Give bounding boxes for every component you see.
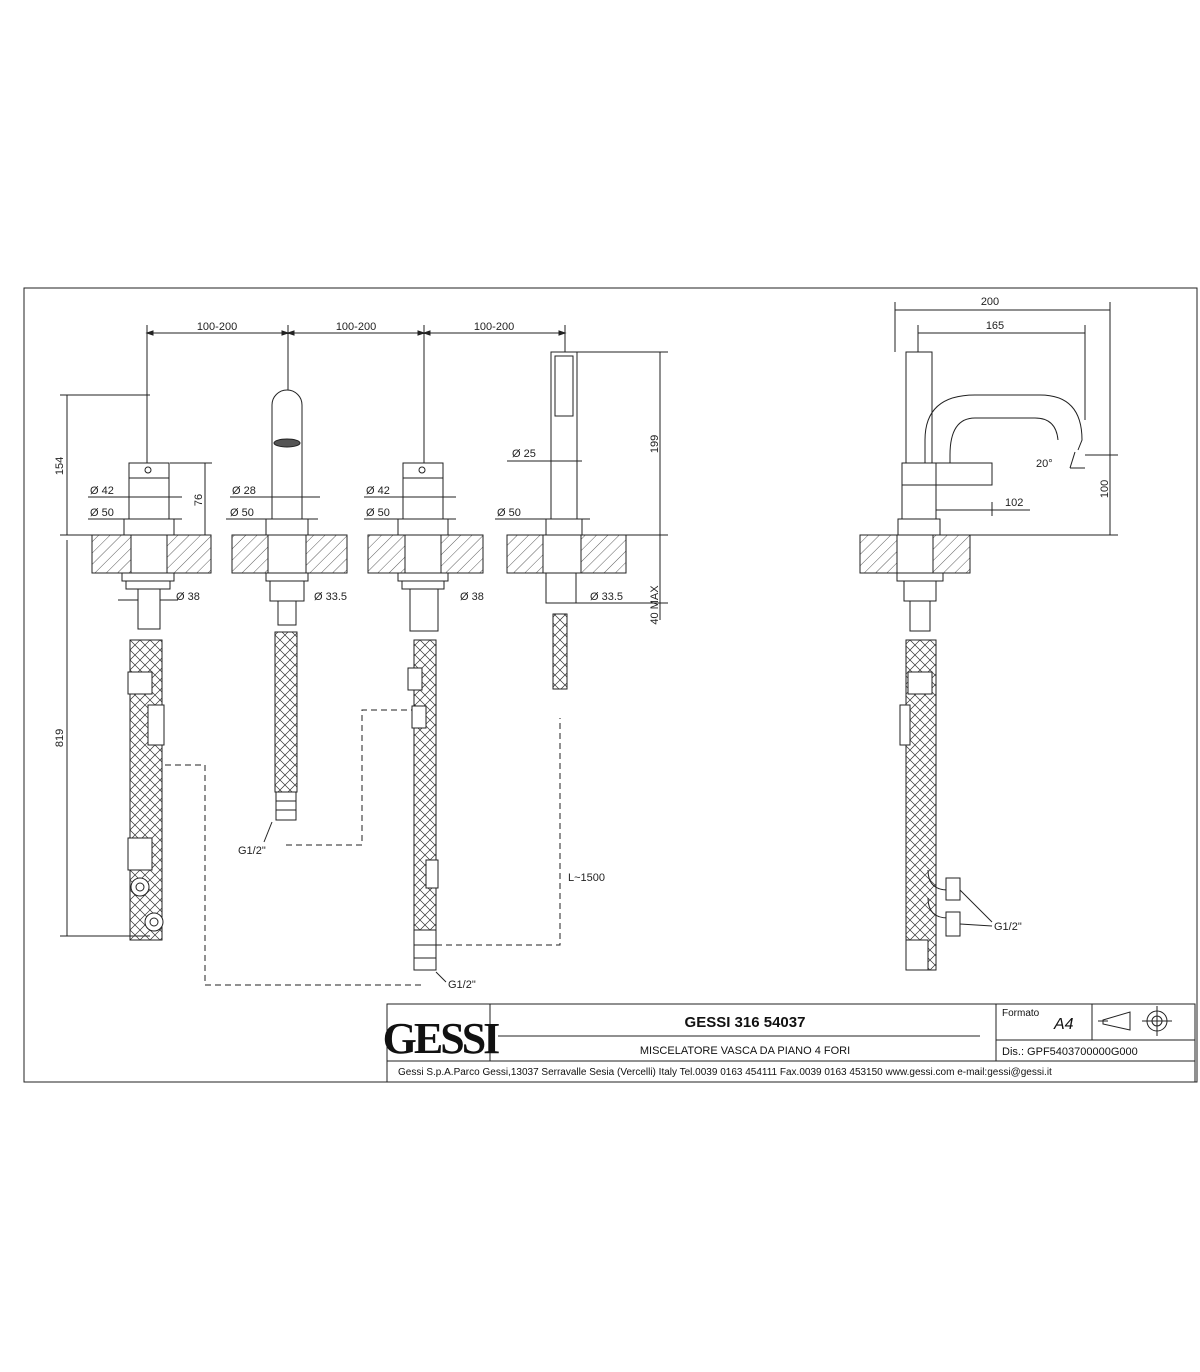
unit4-depth: 40 MAX xyxy=(649,585,661,625)
height-hose-left: 819 xyxy=(54,729,66,747)
side-angle: 20° xyxy=(1036,458,1053,470)
unit1-d-top: Ø 42 xyxy=(90,485,114,497)
unit1-d-shank: Ø 38 xyxy=(176,591,200,603)
gessi-logo: GESSI xyxy=(383,1014,500,1063)
unit4-d-base: Ø 50 xyxy=(497,507,521,519)
spacing-1-label: 100-200 xyxy=(197,321,237,333)
side-connection: G1/2" xyxy=(994,921,1022,933)
drawing-number: Dis.: GPF5403700000G000 xyxy=(1002,1046,1138,1058)
height-body: 76 xyxy=(193,494,205,506)
unit4-d-shank: Ø 33.5 xyxy=(590,591,623,603)
unit2-d-base: Ø 50 xyxy=(230,507,254,519)
product-title: GESSI 316 54037 xyxy=(685,1014,806,1031)
product-description: MISCELATORE VASCA DA PIANO 4 FORI xyxy=(640,1045,850,1057)
unit4-hose-length: L~1500 xyxy=(568,872,605,884)
side-reach: 165 xyxy=(986,320,1004,332)
unit3-d-shank: Ø 38 xyxy=(460,591,484,603)
unit3-connection: G1/2" xyxy=(448,979,476,991)
sheet-frame xyxy=(23,287,1198,1083)
unit1-d-base: Ø 50 xyxy=(90,507,114,519)
height-total-left: 154 xyxy=(54,457,66,475)
unit2-connection: G1/2" xyxy=(238,845,266,857)
spacing-3-label: 100-200 xyxy=(474,321,514,333)
formato-label: Formato xyxy=(1002,1008,1040,1019)
side-height: 100 xyxy=(1099,480,1111,498)
unit2-d-top: Ø 28 xyxy=(232,485,256,497)
formato-value: A4 xyxy=(1053,1016,1074,1033)
spacing-2-label: 100-200 xyxy=(336,321,376,333)
unit4-d-handle: Ø 25 xyxy=(512,448,536,460)
company-address: Gessi S.p.A.Parco Gessi,13037 Serravalle… xyxy=(398,1067,1052,1078)
unit3-d-top: Ø 42 xyxy=(366,485,390,497)
unit2-d-shank: Ø 33.5 xyxy=(314,591,347,603)
unit3-d-base: Ø 50 xyxy=(366,507,390,519)
side-width-total: 200 xyxy=(981,296,999,308)
unit4-height: 199 xyxy=(649,435,661,453)
side-lever: 102 xyxy=(1005,497,1023,509)
